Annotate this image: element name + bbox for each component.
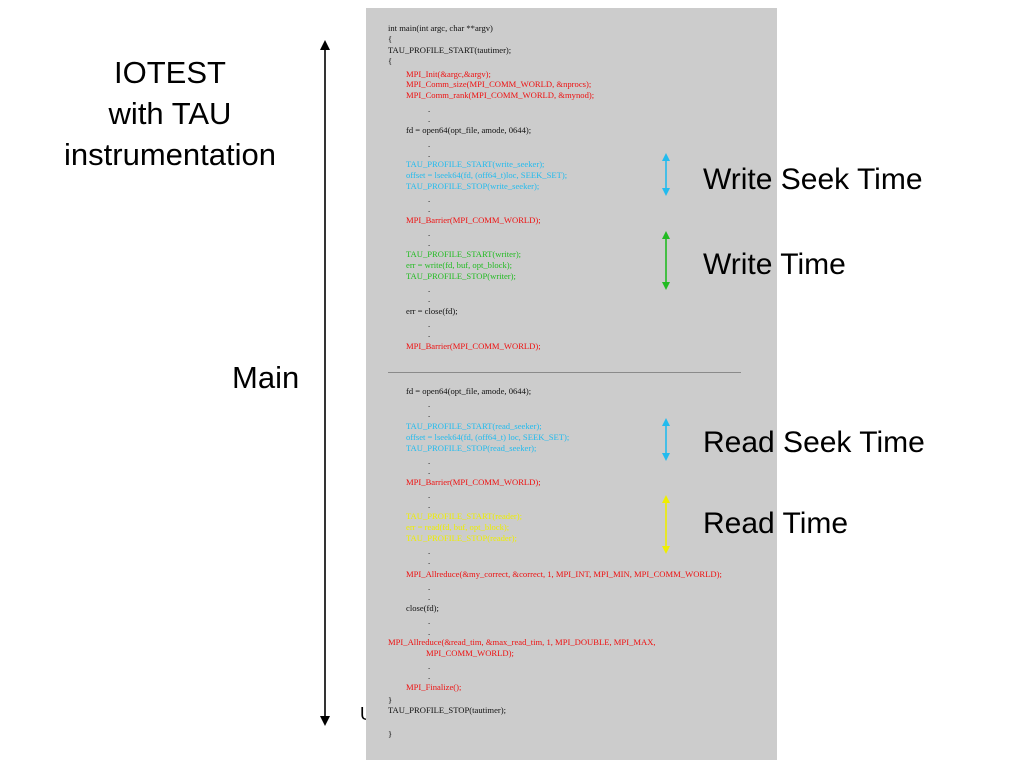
code-line: TAU_PROFILE_STOP(read_seeker);: [406, 443, 537, 453]
code-line: .: [428, 114, 431, 124]
write-time-label: Write Time: [703, 248, 846, 281]
code-line: .: [428, 616, 431, 626]
code-line: .: [428, 194, 431, 204]
write-arrow: [662, 231, 670, 290]
code-line: .: [428, 627, 431, 637]
code-line: TAU_PROFILE_START(tautimer);: [388, 45, 512, 55]
write-seek-time-label: Write Seek Time: [703, 163, 923, 196]
read-time-label: Read Time: [703, 507, 849, 540]
code-line: MPI_Comm_rank(MPI_COMM_WORLD, &mynod);: [406, 90, 595, 100]
code-line: close(fd);: [406, 603, 439, 613]
code-line: .: [428, 456, 431, 466]
code-line: .: [428, 399, 431, 409]
title-line-1: IOTEST: [114, 55, 226, 90]
code-line: offset = lseek64(fd, (off64_t)loc, SEEK_…: [406, 170, 568, 180]
code-line: .: [428, 204, 431, 214]
title-line-2: with TAU: [108, 96, 232, 131]
code-line: int main(int argc, char **argv): [388, 23, 493, 33]
code-line: .: [428, 409, 431, 419]
code-line: MPI_Comm_size(MPI_COMM_WORLD, &nprocs);: [406, 79, 592, 89]
code-line: MPI_Barrier(MPI_COMM_WORLD);: [406, 477, 541, 487]
code-line: .: [428, 284, 431, 294]
read-seek-arrow: [662, 418, 670, 461]
code-line: .: [428, 104, 431, 114]
code-panel: int main(int argc, char **argv){TAU_PROF…: [366, 8, 777, 760]
code-line: MPI_COMM_WORLD);: [426, 648, 514, 658]
code-line: {: [388, 34, 393, 44]
code-line: .: [428, 329, 431, 339]
code-line: TAU_PROFILE_STOP(write_seeker);: [406, 181, 540, 191]
code-line: MPI_Allreduce(&my_correct, &correct, 1, …: [406, 569, 722, 579]
code-line: offset = lseek64(fd, (off64_t) loc, SEEK…: [406, 432, 570, 442]
code-line: .: [428, 294, 431, 304]
code-line: .: [428, 671, 431, 681]
code-line: .: [428, 319, 431, 329]
code-line: .: [428, 466, 431, 476]
code-line: .: [428, 546, 431, 556]
code-line: TAU_PROFILE_START(write_seeker);: [406, 159, 545, 169]
code-line: .: [428, 500, 431, 510]
code-line: MPI_Finalize();: [406, 682, 462, 692]
code-line: err = write(fd, buf, opt_block);: [406, 260, 513, 270]
code-line: .: [428, 238, 431, 248]
code-line: fd = open64(opt_file, amode, 0644);: [406, 125, 532, 135]
code-line: err = read(fd, buf, opt_block);: [406, 522, 510, 532]
read-seek-time-label: Read Seek Time: [703, 426, 925, 459]
title-line-3: instrumentation: [64, 137, 276, 172]
code-line: MPI_Allreduce(&read_tim, &max_read_tim, …: [388, 637, 656, 647]
code-line: .: [428, 228, 431, 238]
code-line: .: [428, 556, 431, 566]
code-line: MPI_Barrier(MPI_COMM_WORLD);: [406, 215, 541, 225]
code-divider: [388, 372, 741, 373]
code-line: .: [428, 592, 431, 602]
code-line: .: [428, 149, 431, 159]
code-line: TAU_PROFILE_STOP(reader);: [406, 533, 517, 543]
code-line: MPI_Init(&argc,&argv);: [406, 69, 491, 79]
code-line: .: [428, 661, 431, 671]
write-seek-arrow: [662, 153, 670, 196]
code-line: TAU_PROFILE_START(read_seeker);: [406, 421, 542, 431]
code-line: }: [388, 695, 393, 705]
code-line: .: [428, 582, 431, 592]
code-line: TAU_PROFILE_STOP(tautimer);: [388, 705, 507, 715]
code-line: fd = open64(opt_file, amode, 0644);: [406, 386, 532, 396]
code-line: err = close(fd);: [406, 306, 458, 316]
code-line: }: [388, 729, 393, 739]
code-line: MPI_Barrier(MPI_COMM_WORLD);: [406, 341, 541, 351]
code-line: TAU_PROFILE_STOP(writer);: [406, 271, 516, 281]
slide-title: IOTEST with TAU instrumentation: [40, 52, 300, 175]
code-line: {: [388, 56, 393, 66]
main-label: Main: [232, 360, 300, 395]
code-line: TAU_PROFILE_START(reader);: [406, 511, 523, 521]
code-line: .: [428, 139, 431, 149]
read-arrow: [662, 495, 670, 554]
code-line: TAU_PROFILE_START(writer);: [406, 249, 522, 259]
code-line: .: [428, 490, 431, 500]
